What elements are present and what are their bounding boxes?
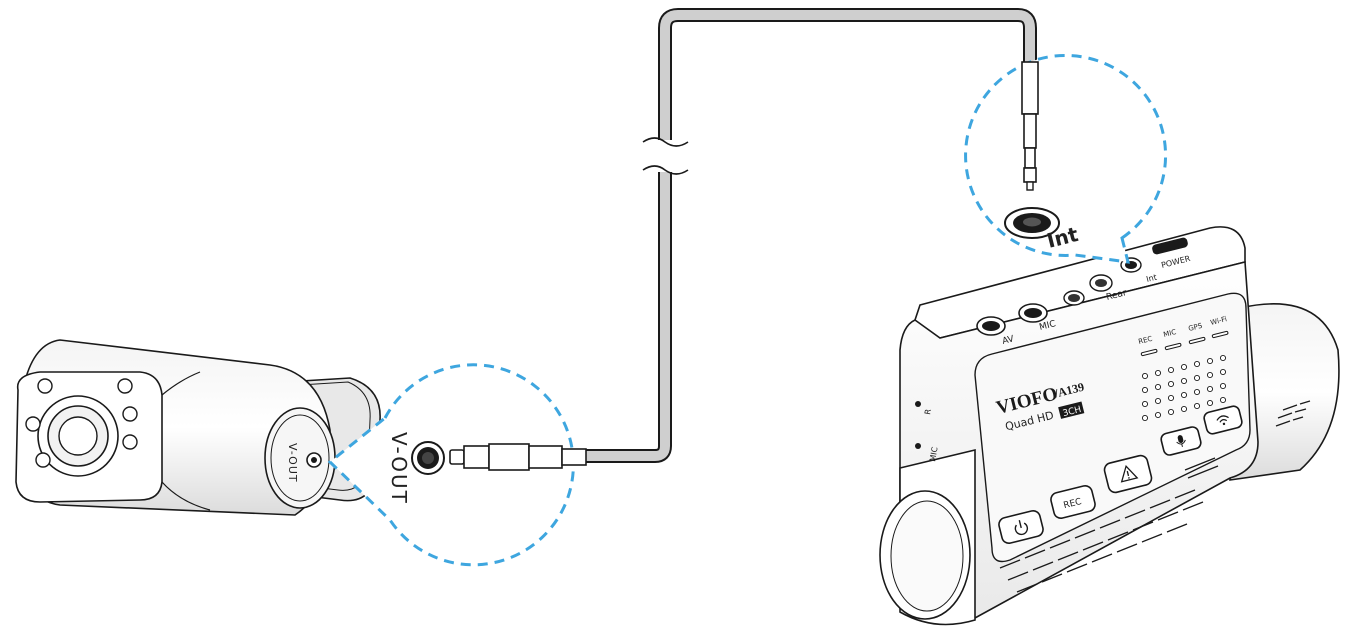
side-label-mic: MIC	[928, 446, 940, 463]
port-label-mic: MIC	[1038, 319, 1057, 333]
side-label-r: R	[923, 408, 933, 415]
rec-button-label: REC	[1063, 497, 1083, 511]
speaker-grille	[1141, 354, 1227, 422]
power-button[interactable]	[997, 509, 1044, 545]
power-port	[1152, 237, 1188, 255]
interior-camera: V-OUT	[15, 339, 381, 516]
indicator-label-rec: REC	[1138, 335, 1154, 346]
microphone-icon	[1176, 435, 1186, 447]
rec-button[interactable]: REC	[1049, 484, 1096, 520]
vout-port-label: V-OUT	[286, 443, 299, 483]
mic-button[interactable]	[1160, 426, 1202, 457]
indicator-label-gps: GPS	[1188, 322, 1204, 333]
indicator-label-wifi: Wi-Fi	[1210, 315, 1228, 327]
wifi-icon	[1216, 415, 1229, 423]
wifi-button[interactable]	[1203, 405, 1243, 435]
indicator-label-mic: MIC	[1163, 328, 1178, 339]
vout-plug	[449, 443, 587, 471]
port-label-rear: Rear	[1105, 288, 1128, 303]
vout-callout: V-OUT	[327, 363, 587, 567]
int-plug	[1021, 61, 1039, 191]
int-jack-zoom	[1004, 207, 1060, 239]
dashcam: R MIC AV MIC Rear Int POWER REC MIC	[879, 226, 1340, 626]
int-callout: Int	[964, 53, 1168, 264]
vent-slots-side	[1275, 400, 1311, 427]
port-label-int: Int	[1145, 273, 1157, 284]
extension-cable	[585, 8, 1037, 463]
cable-break-mark	[642, 137, 689, 175]
vent-slots-bottom	[999, 457, 1219, 593]
top-ports: AV MIC Rear Int POWER	[976, 237, 1192, 347]
badge-3ch: 3CH	[1062, 405, 1083, 419]
emergency-button[interactable]	[1103, 454, 1153, 494]
vout-callout-label: V-OUT	[387, 432, 411, 505]
front-buttons: REC	[997, 405, 1243, 545]
power-icon	[1014, 520, 1029, 536]
status-indicators: REC MIC GPS Wi-Fi	[1138, 315, 1229, 357]
warning-icon	[1120, 464, 1139, 483]
port-label-av: AV	[1001, 334, 1016, 347]
